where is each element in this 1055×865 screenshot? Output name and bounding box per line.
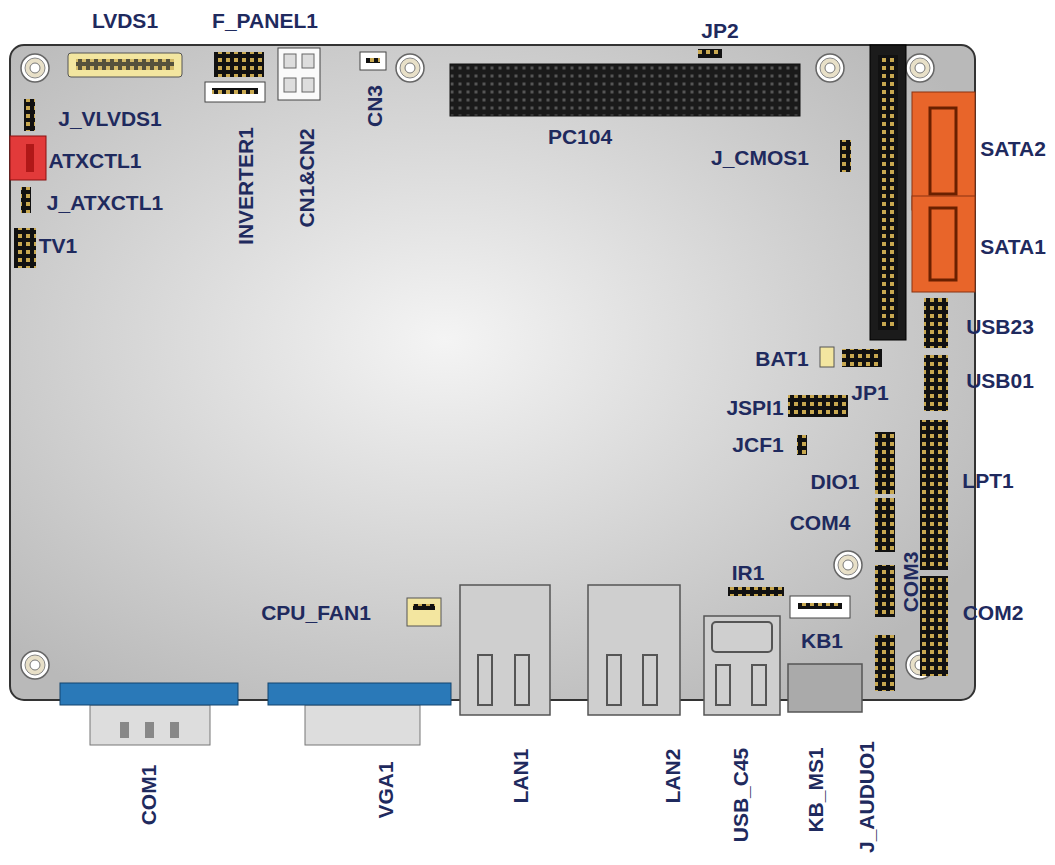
part-label: LPT1 bbox=[962, 470, 1013, 491]
part-label: LAN1 bbox=[510, 749, 531, 804]
part-label: BAT1 bbox=[755, 348, 808, 369]
part-label: J_ATXCTL1 bbox=[47, 192, 163, 213]
part-label: INVERTER1 bbox=[235, 127, 256, 245]
part-label: KB1 bbox=[801, 630, 843, 651]
part-label: ATXCTL1 bbox=[49, 150, 142, 171]
part-label: F_PANEL1 bbox=[212, 10, 318, 31]
part-label: LVDS1 bbox=[92, 10, 158, 31]
part-label: COM3 bbox=[900, 552, 921, 613]
part-label: USB_C45 bbox=[730, 748, 751, 843]
part-label: DIO1 bbox=[810, 471, 859, 492]
part-label: CN3 bbox=[364, 85, 385, 127]
part-label: LAN2 bbox=[662, 749, 683, 804]
part-label: J_AUDUO1 bbox=[856, 741, 877, 853]
part-label: VGA1 bbox=[375, 761, 396, 818]
part-label: JP2 bbox=[701, 20, 738, 41]
part-label: PC104 bbox=[548, 126, 612, 147]
part-label: COM1 bbox=[138, 765, 159, 826]
part-label: J_CMOS1 bbox=[711, 147, 809, 168]
part-label: JCF1 bbox=[732, 434, 783, 455]
part-label: JSPI1 bbox=[726, 397, 783, 418]
part-label: USB01 bbox=[966, 370, 1034, 391]
part-label: J_VLVDS1 bbox=[58, 108, 162, 129]
part-label: COM4 bbox=[790, 512, 851, 533]
part-label: CPU_FAN1 bbox=[261, 602, 371, 623]
part-label: TV1 bbox=[39, 235, 78, 256]
part-label: SATA1 bbox=[980, 236, 1046, 257]
part-label: COM2 bbox=[963, 602, 1024, 623]
part-label: USB23 bbox=[966, 316, 1034, 337]
part-label: IR1 bbox=[732, 562, 765, 583]
part-label: JP1 bbox=[851, 382, 888, 403]
part-label: SATA2 bbox=[980, 138, 1046, 159]
part-label: KB_MS1 bbox=[805, 747, 826, 832]
part-label: CN1&CN2 bbox=[296, 128, 317, 227]
